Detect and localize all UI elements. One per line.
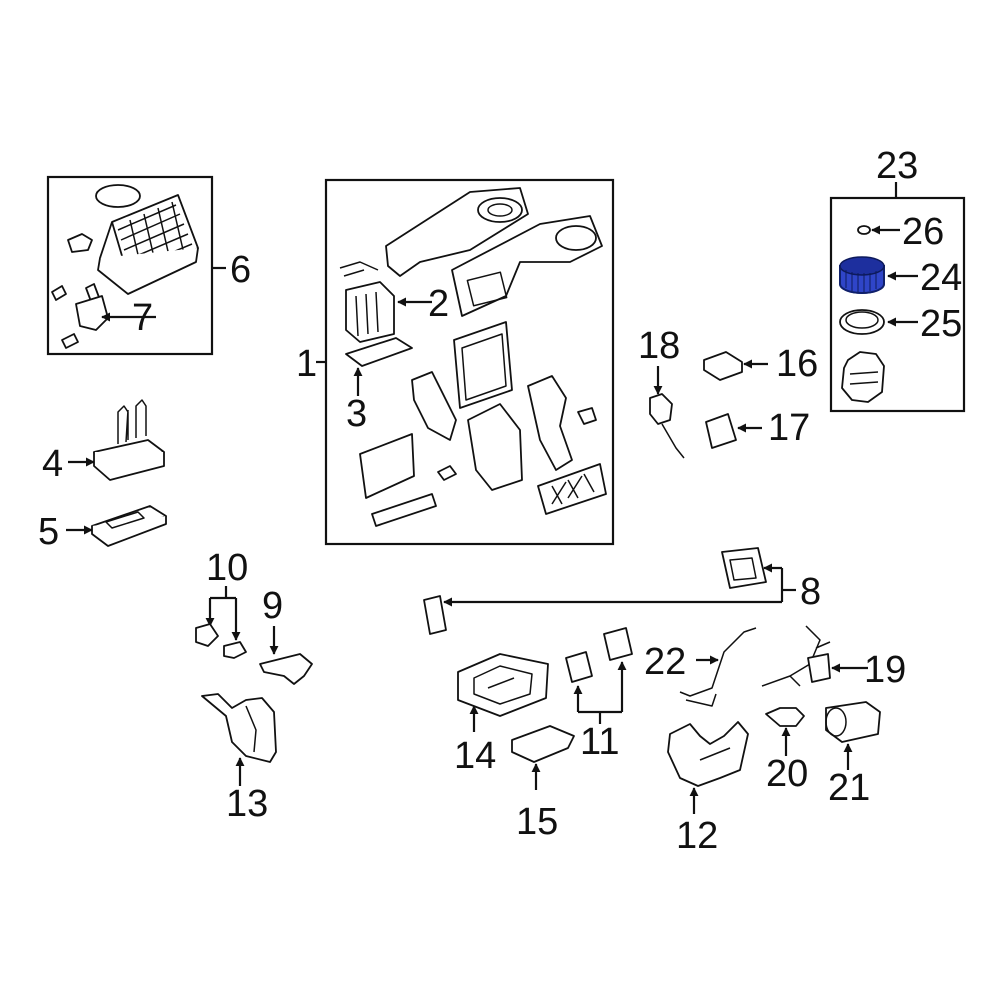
upper-duct-part[interactable] bbox=[385, 187, 529, 277]
callout-20: 20 bbox=[766, 753, 808, 795]
module-part-8[interactable] bbox=[721, 547, 767, 589]
callout-26: 26 bbox=[902, 211, 944, 253]
evaporator-part[interactable] bbox=[453, 321, 513, 409]
callout-12: 12 bbox=[676, 815, 718, 857]
actuator-part-7[interactable] bbox=[75, 283, 109, 331]
blower-wheel-part-24[interactable] bbox=[839, 256, 885, 294]
blower-motor-part[interactable] bbox=[841, 351, 885, 403]
duct-part-12[interactable] bbox=[667, 721, 749, 787]
mode-door-part[interactable] bbox=[411, 371, 457, 441]
knob-part-11[interactable] bbox=[603, 627, 633, 661]
seal-strip-part[interactable] bbox=[371, 493, 437, 527]
callout-4: 4 bbox=[42, 443, 63, 485]
callout-3: 3 bbox=[346, 393, 367, 435]
motor-part-21[interactable] bbox=[825, 701, 881, 743]
cover-part-15[interactable] bbox=[511, 725, 575, 763]
case-half-part[interactable] bbox=[451, 215, 603, 317]
clip-part[interactable] bbox=[67, 233, 93, 253]
group-box-6-7 bbox=[46, 175, 226, 356]
small-clip-part[interactable] bbox=[437, 465, 457, 481]
callout-5: 5 bbox=[38, 511, 59, 553]
tray-part-14[interactable] bbox=[457, 653, 549, 717]
small-clip-part[interactable] bbox=[577, 407, 597, 425]
callout-15: 15 bbox=[516, 801, 558, 843]
connector-part-10[interactable] bbox=[195, 623, 219, 647]
callout-9: 9 bbox=[262, 585, 283, 627]
panel-part-5[interactable] bbox=[91, 505, 167, 547]
outlet-duct-part[interactable] bbox=[359, 433, 415, 499]
callout-11: 11 bbox=[580, 721, 619, 763]
case-bracket-part[interactable] bbox=[527, 375, 573, 471]
callout-8: 8 bbox=[800, 571, 821, 613]
callout-7: 7 bbox=[132, 297, 153, 339]
callout-10: 10 bbox=[206, 547, 248, 589]
connector-part-19[interactable] bbox=[807, 653, 831, 683]
callout-22: 22 bbox=[644, 641, 686, 683]
seal-ring-part[interactable] bbox=[95, 184, 141, 208]
callout-2: 2 bbox=[428, 283, 449, 325]
callout-17: 17 bbox=[768, 407, 810, 449]
callout-1: 1 bbox=[296, 343, 317, 385]
filter-part-3[interactable] bbox=[345, 337, 413, 367]
group-box-23 bbox=[829, 182, 966, 413]
bracket-part-13[interactable] bbox=[201, 693, 277, 763]
callout-13: 13 bbox=[226, 783, 268, 825]
callout-23: 23 bbox=[876, 145, 918, 187]
air-filter-housing-part[interactable] bbox=[97, 194, 199, 295]
clip-part-8[interactable] bbox=[423, 595, 447, 635]
heater-core-part-4[interactable] bbox=[93, 399, 165, 481]
gasket-part-25[interactable] bbox=[839, 309, 885, 335]
callout-11-leader bbox=[573, 661, 627, 724]
callout-6: 6 bbox=[230, 249, 251, 291]
valve-part-20[interactable] bbox=[765, 707, 805, 727]
hose-part-22[interactable] bbox=[679, 627, 757, 707]
callout-14: 14 bbox=[454, 735, 496, 777]
sensor-part-18[interactable] bbox=[649, 393, 685, 459]
screw-part[interactable] bbox=[61, 333, 79, 349]
group-box-1 bbox=[316, 178, 615, 546]
resistor-part-16[interactable] bbox=[703, 351, 743, 381]
clip-ring-part-26[interactable] bbox=[857, 225, 871, 235]
callout-19: 19 bbox=[864, 649, 906, 691]
callout-18: 18 bbox=[638, 325, 680, 367]
callout-16: 16 bbox=[776, 343, 818, 385]
callout-24: 24 bbox=[920, 257, 962, 299]
connector-part-10[interactable] bbox=[223, 641, 247, 659]
callout-10-leader bbox=[205, 586, 241, 641]
blend-door-part-2[interactable] bbox=[339, 261, 395, 343]
callout-21: 21 bbox=[828, 767, 870, 809]
sensor-part-9[interactable] bbox=[259, 653, 313, 685]
callout-25: 25 bbox=[920, 303, 962, 345]
callout-8-leader bbox=[443, 563, 796, 607]
screw-part[interactable] bbox=[51, 285, 67, 301]
case-bracket-part[interactable] bbox=[467, 403, 523, 491]
knob-part-11[interactable] bbox=[565, 651, 593, 683]
grille-part[interactable] bbox=[537, 463, 607, 515]
switch-part-17[interactable] bbox=[705, 413, 737, 449]
